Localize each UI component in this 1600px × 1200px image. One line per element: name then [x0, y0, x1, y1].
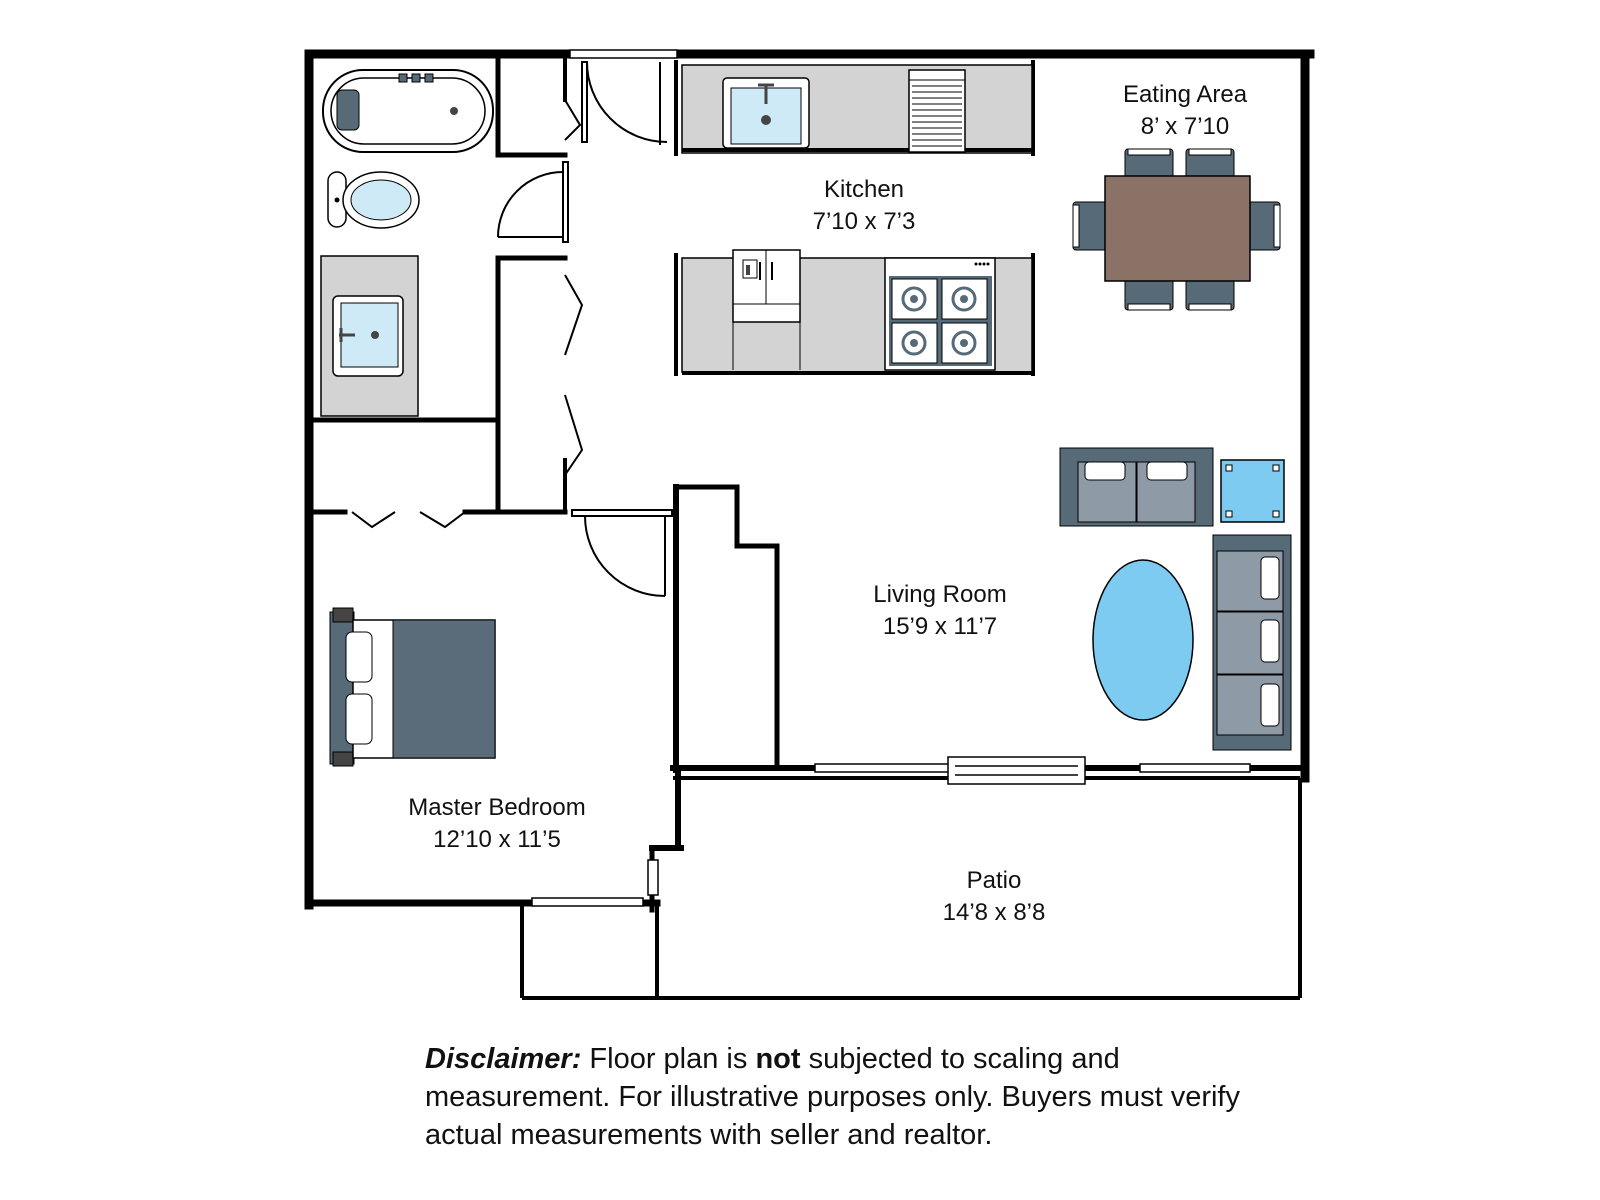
patio-sliding-door — [947, 756, 1086, 785]
disclaimer-text-1: Floor plan is — [589, 1043, 756, 1075]
toilet — [327, 171, 420, 229]
room-label-patio: Patio 14’8 x 8’8 — [943, 867, 1046, 926]
dining-table — [1104, 175, 1251, 282]
room-label-kitchen: Kitchen 7’10 x 7’3 — [813, 176, 916, 235]
side-table — [1220, 459, 1285, 523]
bath-door-swing — [497, 171, 564, 238]
closet-bifold-top — [564, 99, 582, 141]
loveseat — [1059, 447, 1214, 527]
bedroom-window — [531, 897, 644, 907]
side-window — [647, 859, 659, 896]
living-window-left — [814, 763, 951, 773]
sofa — [1212, 534, 1292, 751]
patio-outline — [520, 776, 1302, 1000]
bed — [329, 607, 496, 767]
room-label-eating-area: Eating Area 8’ x 7’10 — [1123, 81, 1248, 140]
doors — [351, 61, 673, 597]
hall-closet-bifold-2 — [564, 394, 584, 476]
room-size: 14’8 x 8’8 — [943, 899, 1046, 926]
kitchen-counter-bottom — [681, 249, 1033, 375]
disclaimer-lead: Disclaimer: — [425, 1043, 582, 1075]
bath-vanity — [320, 255, 419, 417]
bathtub — [322, 69, 494, 153]
room-size: 15’9 x 11’7 — [883, 613, 997, 640]
bedroom-door-leaf — [571, 509, 673, 517]
room-size: 12’10 x 11’5 — [433, 826, 561, 853]
stove — [884, 257, 996, 371]
windows — [531, 49, 1251, 907]
hall-closet-bifold-1 — [564, 274, 584, 356]
refrigerator — [732, 249, 801, 370]
disclaimer-emphasis: not — [755, 1043, 801, 1075]
room-label-master-bedroom: Master Bedroom 12’10 x 11’5 — [408, 794, 585, 853]
top-window — [569, 49, 678, 59]
room-name: Living Room — [873, 581, 1006, 608]
rug — [1092, 559, 1194, 721]
walls — [304, 49, 1315, 913]
dishwasher — [908, 69, 966, 153]
room-size: 7’10 x 7’3 — [813, 208, 916, 235]
bath-door-leaf — [562, 161, 569, 243]
room-name: Master Bedroom — [408, 794, 585, 821]
entry-door-swing — [586, 61, 668, 143]
disclaimer: Disclaimer: Floor plan is not subjected … — [425, 1040, 1245, 1154]
dining-set — [1072, 148, 1281, 311]
disclaimer-text-2: subjected to scaling and measurement. Fo… — [425, 1043, 1240, 1151]
room-name: Patio — [967, 867, 1022, 894]
room-size: 8’ x 7’10 — [1141, 113, 1230, 140]
room-label-living-room: Living Room 15’9 x 11’7 — [873, 581, 1006, 640]
room-name: Kitchen — [824, 176, 904, 203]
living-window-right — [1139, 763, 1251, 773]
entry-door-leaf — [581, 61, 588, 143]
kitchen-counter-top — [681, 64, 1033, 154]
bedroom-closet-bifold — [351, 511, 466, 529]
bedroom-door-swing — [584, 515, 666, 597]
room-name: Eating Area — [1123, 81, 1248, 108]
